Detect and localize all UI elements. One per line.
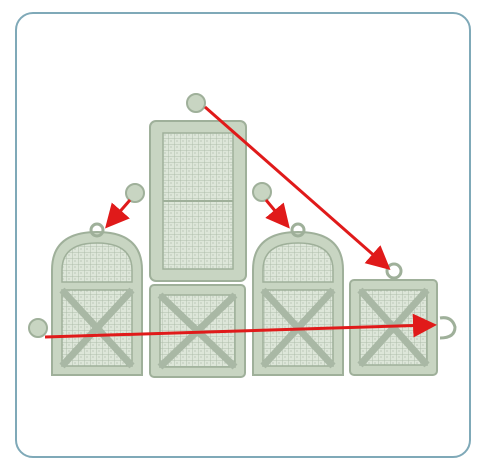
- tall-window-piece: [149, 120, 247, 282]
- arrow-edge-across: [44, 313, 437, 339]
- arched-door-left-piece: [51, 222, 143, 376]
- right-knot: [252, 182, 272, 202]
- top-knot: [186, 93, 206, 113]
- arrow-right-to-door: [264, 199, 290, 229]
- arrow-left-to-door: [105, 199, 132, 229]
- left-edge-knot: [28, 318, 48, 338]
- connector-arrows: [44, 105, 437, 339]
- knots: [28, 93, 272, 338]
- arrow-top-to-square2: [204, 105, 391, 270]
- square-cross-2-piece: [349, 262, 457, 376]
- left-knot: [125, 183, 145, 203]
- arched-door-right-piece: [252, 222, 344, 376]
